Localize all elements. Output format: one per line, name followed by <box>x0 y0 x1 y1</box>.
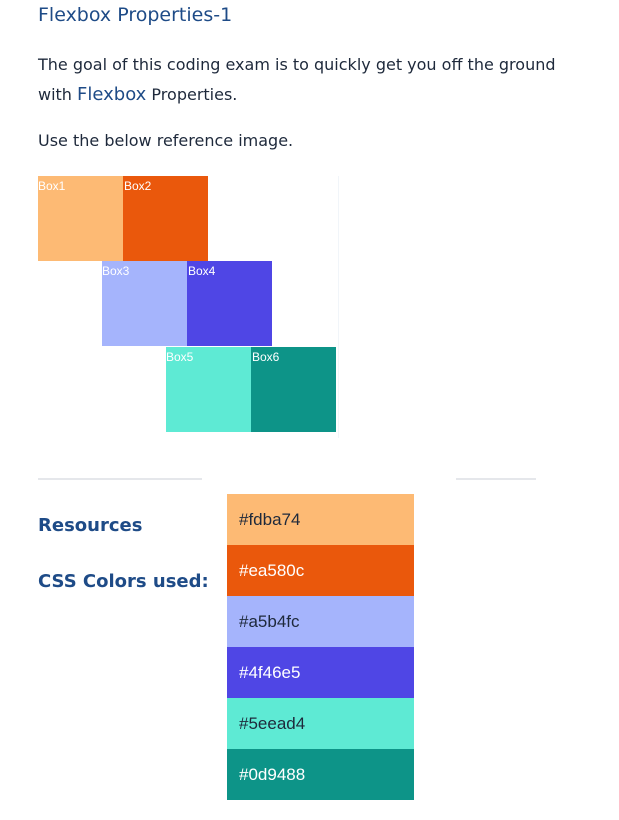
resources-heading: Resources <box>38 515 143 536</box>
reference-image: Box1 Box2 Box3 Box4 Box5 Box6 <box>38 176 339 438</box>
color-swatch: #a5b4fc <box>227 596 414 647</box>
intro-text-start: The goal of this coding exam is to quick… <box>38 55 556 104</box>
reference-note: Use the below reference image. <box>38 131 294 150</box>
intro-paragraph: The goal of this coding exam is to quick… <box>38 50 558 110</box>
color-swatch: #0d9488 <box>227 749 414 800</box>
divider-right <box>456 478 536 480</box>
box6: Box6 <box>251 347 336 432</box>
box1: Box1 <box>38 176 123 261</box>
box4: Box4 <box>187 261 272 346</box>
css-colors-heading: CSS Colors used: <box>38 571 209 592</box>
intro-text-end: Properties. <box>146 85 238 104</box>
divider-left <box>38 478 202 480</box>
color-swatch: #fdba74 <box>227 494 414 545</box>
color-swatch: #ea580c <box>227 545 414 596</box>
flexbox-highlight: Flexbox <box>77 84 147 105</box>
box5: Box5 <box>166 347 251 432</box>
color-swatch: #5eead4 <box>227 698 414 749</box>
page-title: Flexbox Properties-1 <box>38 4 233 26</box>
color-swatch: #4f46e5 <box>227 647 414 698</box>
color-swatch-list: #fdba74 #ea580c #a5b4fc #4f46e5 #5eead4 … <box>227 494 414 800</box>
box2: Box2 <box>123 176 208 261</box>
box3: Box3 <box>102 261 187 346</box>
